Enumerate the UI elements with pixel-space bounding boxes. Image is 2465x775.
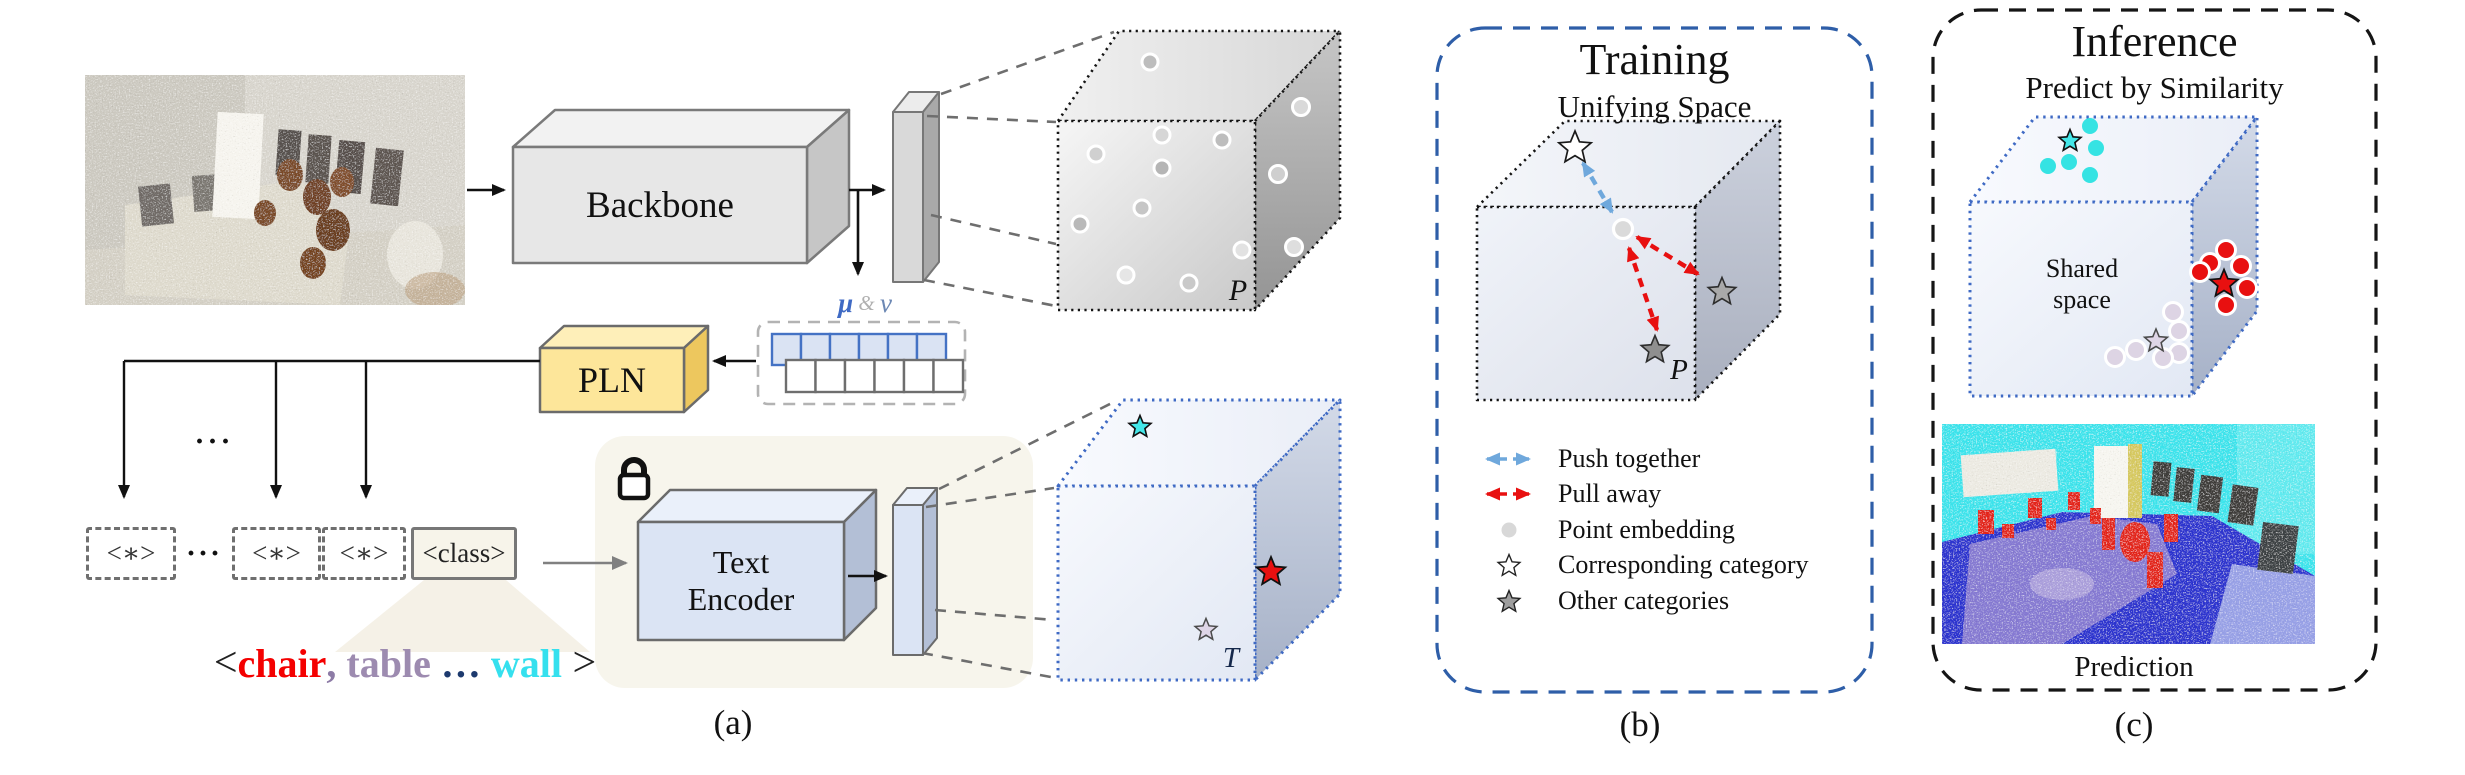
legend-label: Corresponding category <box>1558 550 1809 579</box>
token-box-3: <∗> <box>322 527 406 580</box>
prompt-wall: wall <box>490 640 562 686</box>
training-title: Training <box>1579 34 1730 84</box>
legend-label: Point embedding <box>1558 514 1735 544</box>
legend-row-point-embedding: Point embedding <box>1478 515 1870 544</box>
training-panel-border <box>1435 26 1874 694</box>
other-categories-star-icon <box>1497 589 1521 612</box>
prompt-table: table <box>336 640 431 686</box>
shared-space-label: Shared space <box>2012 252 2152 316</box>
legend-row-corresponding-category: Corresponding category <box>1478 550 1870 580</box>
inference-title: Inference <box>2071 16 2238 66</box>
pln-to-token-lines <box>118 359 540 499</box>
backbone-label: Backbone <box>586 184 734 226</box>
input-point-cloud-image <box>85 75 465 305</box>
prompt-chair: chair <box>237 640 327 686</box>
text-encoder-label: Text Encoder <box>638 522 844 640</box>
inference-subtitle: Predict by Similarity <box>2025 70 2284 105</box>
mu-v-vector-box <box>756 320 967 406</box>
pull-away-arrow-icon <box>1485 487 1531 501</box>
fanout-ellipsis: ··· <box>194 425 234 458</box>
text-space-symbol: T <box>1222 641 1240 674</box>
pln-box <box>538 324 710 414</box>
legend-label: Pull away <box>1558 479 1662 508</box>
red-cluster <box>2189 239 2258 316</box>
legend-row-other-categories: Other categories <box>1478 586 1870 615</box>
token-box-1: <∗> <box>86 527 176 580</box>
lock-icon <box>617 457 651 501</box>
prompt-close-bracket: > <box>561 640 597 686</box>
class-token-box: <class> <box>411 527 517 580</box>
caption-b: (b) <box>1619 705 1661 744</box>
point-feature-slab <box>892 91 940 283</box>
point-space-symbol: P <box>1228 274 1248 307</box>
unifying-space-cube <box>1475 119 1782 402</box>
prediction-image <box>1942 424 2315 644</box>
pln-label: PLN <box>577 360 646 400</box>
training-legend: Push together Pull away Point embedding … <box>1478 444 1870 615</box>
pull-away-arrow-1 <box>1635 235 1700 276</box>
text-encoder-box <box>636 488 878 642</box>
prompt-text: <chair, table … wall > <box>195 638 615 688</box>
training-cube-point-symbol: P <box>1670 353 1688 386</box>
text-encoder-label-line1: Text <box>712 544 770 581</box>
point-embedding-cube <box>1056 29 1342 312</box>
point-embedding-dot <box>1611 217 1635 241</box>
legend-label: Push together <box>1558 443 1701 473</box>
prompt-open-bracket: < <box>213 640 238 686</box>
caption-a: (a) <box>713 703 753 742</box>
projection-lines-point-cube <box>923 30 1115 308</box>
prompt-ellipsis: … <box>430 640 491 686</box>
legend-row-push-together: Push together <box>1478 444 1870 473</box>
corresponding-category-star-icon <box>1497 553 1521 576</box>
ampersand-symbol: & <box>853 290 880 315</box>
prediction-paintings <box>2150 461 2259 526</box>
lavender-cluster <box>2104 301 2190 369</box>
training-subtitle: Unifying Space <box>1557 89 1752 124</box>
caption-c: (c) <box>2114 705 2154 744</box>
legend-row-pull-away: Pull away <box>1478 479 1870 509</box>
class-expansion-funnel <box>335 580 590 652</box>
point-embedding-dot-icon <box>1501 522 1517 537</box>
shared-space-line2: space <box>2053 285 2111 314</box>
text-encoder-label-line2: Encoder <box>687 581 795 617</box>
prompt-comma: , <box>326 640 337 686</box>
projection-lines-text-cube <box>921 399 1117 680</box>
mu-symbol: μ <box>838 287 854 318</box>
prediction-label: Prediction <box>2074 650 2194 683</box>
inference-panel-border <box>1931 8 2378 692</box>
cyan-cluster <box>2040 118 2104 183</box>
backbone-box <box>511 108 851 265</box>
token-box-2: <∗> <box>232 527 321 580</box>
text-feature-slab <box>892 487 938 656</box>
push-together-arrow-icon <box>1485 452 1531 465</box>
mu-v-label: μ & v <box>800 288 930 318</box>
shared-space-line1: Shared <box>2045 253 2119 283</box>
point-embedding-dots <box>1070 52 1311 293</box>
pull-away-arrow-2 <box>1626 246 1660 332</box>
legend-label: Other categories <box>1558 585 1730 615</box>
v-cells <box>784 358 965 394</box>
token-ellipsis: ··· <box>185 536 222 570</box>
prediction-chairs <box>1978 492 2178 588</box>
v-symbol: v <box>879 287 892 318</box>
